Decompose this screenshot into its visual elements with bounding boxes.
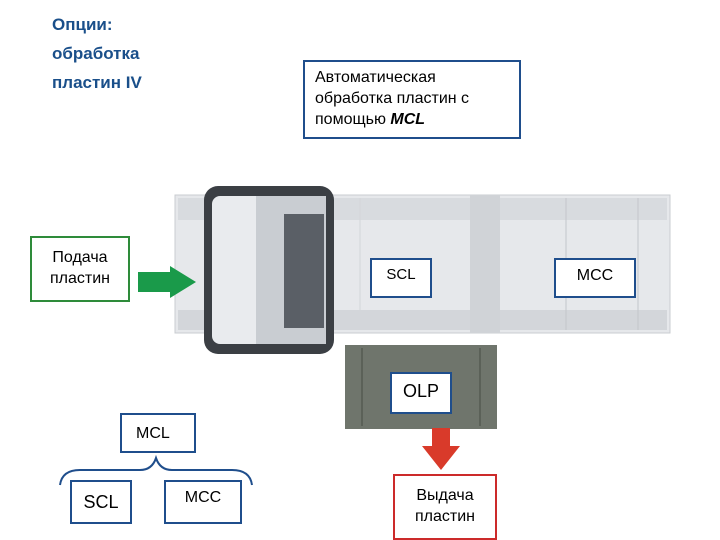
output-label-line: пластин (415, 508, 475, 525)
loader-slot (284, 214, 324, 328)
machine-divider (470, 195, 500, 333)
title-line: обработка (52, 44, 140, 63)
legend-mcc: MCC (164, 480, 242, 524)
callout-emphasis: MCL (390, 111, 426, 128)
output-label-line: Выдача (416, 487, 474, 504)
output-label: Выдача пластин (393, 474, 497, 540)
page-title: Опции: обработка пластин IV (52, 10, 252, 97)
mcl-callout: Автоматическая обработка пластин с помощ… (303, 60, 521, 139)
olp-module-label: OLP (390, 372, 452, 414)
legend-mcl: MCL (120, 413, 196, 453)
title-line: Опции: (52, 15, 113, 34)
output-arrow-icon (422, 428, 460, 470)
feed-label-line: пластин (50, 270, 110, 287)
brace-icon (59, 454, 253, 486)
callout-text: Автоматическая обработка пластин с помощ… (315, 69, 470, 128)
title-line: пластин IV (52, 73, 142, 92)
feed-label-line: Подача (52, 249, 108, 266)
mcc-module-label: MCC (554, 258, 636, 298)
feed-label: Подача пластин (30, 236, 130, 302)
legend-scl: SCL (70, 480, 132, 524)
scl-module-label: SCL (370, 258, 432, 298)
feed-arrow-icon (138, 266, 196, 298)
